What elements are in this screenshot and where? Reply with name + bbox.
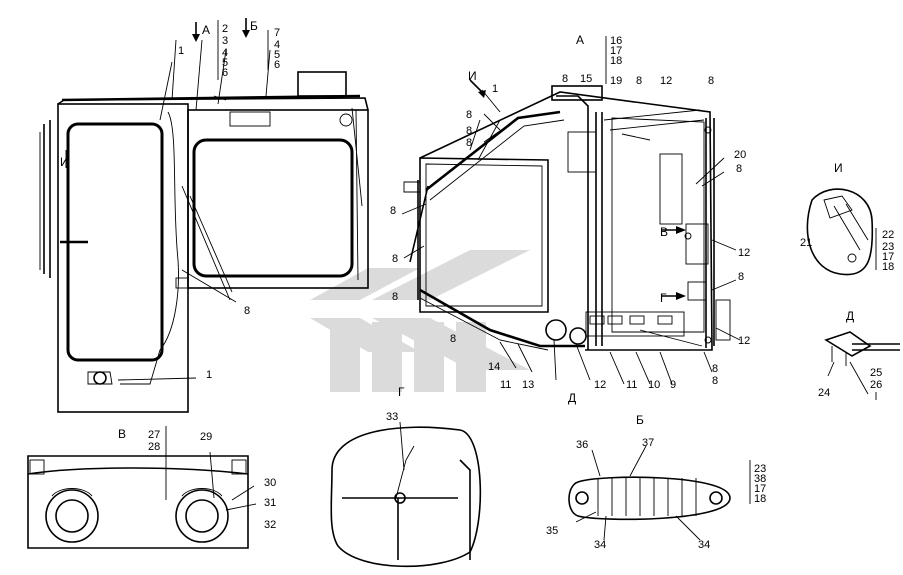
callout-8-center-e: 8 bbox=[392, 253, 398, 265]
callout-4-top: 4 bbox=[222, 47, 228, 59]
label-view-b-arrow: Б bbox=[250, 19, 258, 33]
callout-38: 38 bbox=[754, 473, 766, 485]
detail-b bbox=[568, 476, 731, 521]
callout-23-b: 23 bbox=[754, 463, 766, 475]
label-view-v-arrow: В bbox=[660, 225, 668, 239]
callout-31: 31 bbox=[264, 497, 276, 509]
callout-26: 26 bbox=[870, 379, 882, 391]
detail-g bbox=[330, 426, 482, 568]
callout-8-center-j: 8 bbox=[708, 75, 714, 87]
callout-22: 22 bbox=[882, 229, 894, 241]
detail-i bbox=[806, 188, 874, 276]
callout-27: 27 bbox=[148, 429, 160, 441]
callout-8-center-c: 8 bbox=[466, 137, 472, 149]
callout-8-center-d: 8 bbox=[390, 205, 396, 217]
callout-1-left-bottom: 1 bbox=[206, 369, 212, 381]
callout-23-i: 23 bbox=[882, 241, 894, 253]
callout-8-center-f: 8 bbox=[392, 291, 398, 303]
callout-19: 19 bbox=[610, 75, 622, 87]
callout-8-center-l: 8 bbox=[738, 271, 744, 283]
callout-32: 32 bbox=[264, 519, 276, 531]
watermark-logo bbox=[310, 250, 530, 392]
callout-13: 13 bbox=[522, 379, 534, 391]
callout-17-center: 17 bbox=[610, 45, 622, 57]
callout-8-center-b: 8 bbox=[466, 125, 472, 137]
label-view-b-title: Б bbox=[636, 413, 644, 427]
label-view-g-arrow: Г bbox=[660, 291, 667, 305]
callout-11-center-a: 11 bbox=[500, 379, 511, 391]
callout-15: 15 bbox=[580, 73, 592, 85]
callout-12-center-a: 12 bbox=[660, 75, 672, 87]
callout-8-center-g: 8 bbox=[450, 333, 456, 345]
callout-24: 24 bbox=[818, 387, 830, 399]
callout-33: 33 bbox=[386, 411, 398, 423]
callout-8-center-n: 8 bbox=[712, 375, 718, 387]
callout-18-b: 18 bbox=[754, 493, 766, 505]
callout-37: 37 bbox=[642, 437, 654, 449]
callout-25: 25 bbox=[870, 367, 882, 379]
cabin-iso-view bbox=[403, 85, 731, 351]
callout-1-center: 1 bbox=[492, 83, 498, 95]
callout-12-center-d: 12 bbox=[594, 379, 606, 391]
callout-2-top: 2 bbox=[222, 23, 228, 35]
leader-lines bbox=[117, 20, 877, 541]
detail-v bbox=[27, 455, 249, 549]
callout-36: 36 bbox=[576, 439, 588, 451]
callout-3-top: 3 bbox=[222, 35, 228, 47]
label-view-v-title: В bbox=[118, 427, 126, 441]
callout-18-i: 18 bbox=[882, 261, 894, 273]
callout-34-a: 34 bbox=[594, 539, 606, 551]
callout-6-top: 6 bbox=[222, 67, 228, 79]
callout-8-left-view: 8 bbox=[244, 305, 250, 317]
callout-4-top-right: 4 bbox=[274, 39, 280, 51]
callout-8-center-k: 8 bbox=[736, 163, 742, 175]
callout-6-top-right: 6 bbox=[274, 59, 280, 71]
callout-29: 29 bbox=[200, 431, 212, 443]
label-view-a-title: А bbox=[576, 33, 584, 47]
label-view-a-arrow: А bbox=[202, 23, 210, 37]
callout-10: 10 bbox=[648, 379, 660, 391]
callout-11-center-b: 11 bbox=[626, 379, 637, 391]
callout-14: 14 bbox=[488, 361, 500, 373]
callout-16: 16 bbox=[610, 35, 622, 47]
callout-5-top: 5 bbox=[222, 57, 228, 69]
callout-28: 28 bbox=[148, 441, 160, 453]
callout-12-center-c: 12 bbox=[738, 335, 750, 347]
callout-1-top-left: 1 bbox=[178, 45, 184, 57]
callout-30: 30 bbox=[264, 477, 276, 489]
label-view-d-title: Д bbox=[846, 309, 854, 323]
label-view-d-arrow: Д bbox=[568, 391, 576, 405]
callout-9: 9 bbox=[670, 379, 676, 391]
cabin-front-view bbox=[39, 39, 369, 413]
callout-34-b: 34 bbox=[698, 539, 710, 551]
callout-8-center-i: 8 bbox=[636, 75, 642, 87]
callout-8-center-a: 8 bbox=[466, 109, 472, 121]
callout-17-b: 17 bbox=[754, 483, 766, 495]
detail-d bbox=[824, 331, 900, 366]
label-view-g-title: Г bbox=[398, 385, 405, 399]
callout-17-i: 17 bbox=[882, 251, 894, 263]
label-view-i-side: И bbox=[60, 155, 69, 169]
label-view-i-arrow: И bbox=[468, 69, 477, 83]
callout-21: 21 bbox=[800, 237, 812, 249]
view-arrows bbox=[65, 18, 686, 300]
callout-18-center: 18 bbox=[610, 55, 622, 67]
callout-8-center-h: 8 bbox=[562, 73, 568, 85]
callout-12-center-b: 12 bbox=[738, 247, 750, 259]
callout-5-top-right: 5 bbox=[274, 49, 280, 61]
callout-20: 20 bbox=[734, 149, 746, 161]
callout-7-top-right: 7 bbox=[274, 27, 280, 39]
callout-8-center-m: 8 bbox=[712, 363, 718, 375]
label-view-i-title: И bbox=[834, 161, 843, 175]
callout-35: 35 bbox=[546, 525, 558, 537]
